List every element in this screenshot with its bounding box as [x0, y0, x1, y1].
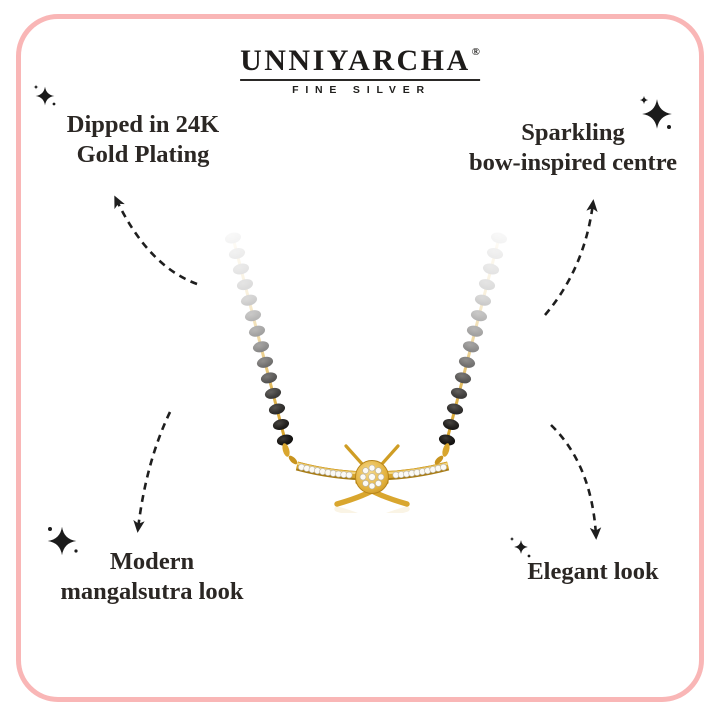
brand-tagline: FINE SILVER [292, 83, 431, 96]
callout-arrows [114, 195, 602, 540]
brand-name: UNNIYARCHA [240, 44, 471, 77]
callout-bow-centre: Sparkling bow-inspired centre [451, 118, 695, 178]
bar-diamonds [298, 463, 447, 479]
pendant-reflection [281, 509, 451, 571]
sparkle-icon [639, 95, 672, 129]
callout-gold-plating: Dipped in 24K Gold Plating [33, 110, 253, 170]
arrow-to-bow-centre [544, 199, 598, 316]
bead-strand-right [438, 232, 508, 446]
arrow-to-gold-plating [114, 195, 198, 286]
bead-strand-left [224, 232, 294, 446]
callout-line: Sparkling [521, 119, 625, 146]
arrow-to-elegant-look [550, 424, 602, 540]
callout-line: Dipped in 24K [66, 111, 220, 138]
callout-line: Gold Plating [76, 141, 210, 168]
sparkle-icon [47, 526, 78, 556]
sparkle-icon [33, 84, 56, 106]
callout-line: bow-inspired centre [468, 149, 678, 176]
pendant-bow-centre [282, 443, 450, 507]
callout-line: mangalsutra look [60, 578, 244, 605]
registered-trademark-symbol: ® [471, 46, 480, 58]
brand-logo: UNNIYARCHA® FINE SILVER [240, 44, 480, 96]
logo-divider [240, 79, 480, 81]
pave-diamonds [359, 464, 385, 490]
callout-line: Modern [109, 548, 195, 575]
card-border [16, 14, 704, 702]
arrow-to-mangalsutra-look [133, 411, 172, 533]
callout-line: Elegant look [527, 558, 659, 585]
callout-mangalsutra-look: Modern mangalsutra look [42, 547, 262, 607]
brand-name-row: UNNIYARCHA® [240, 44, 480, 78]
sparkle-icon [509, 536, 531, 558]
callout-elegant-look: Elegant look [493, 557, 693, 587]
